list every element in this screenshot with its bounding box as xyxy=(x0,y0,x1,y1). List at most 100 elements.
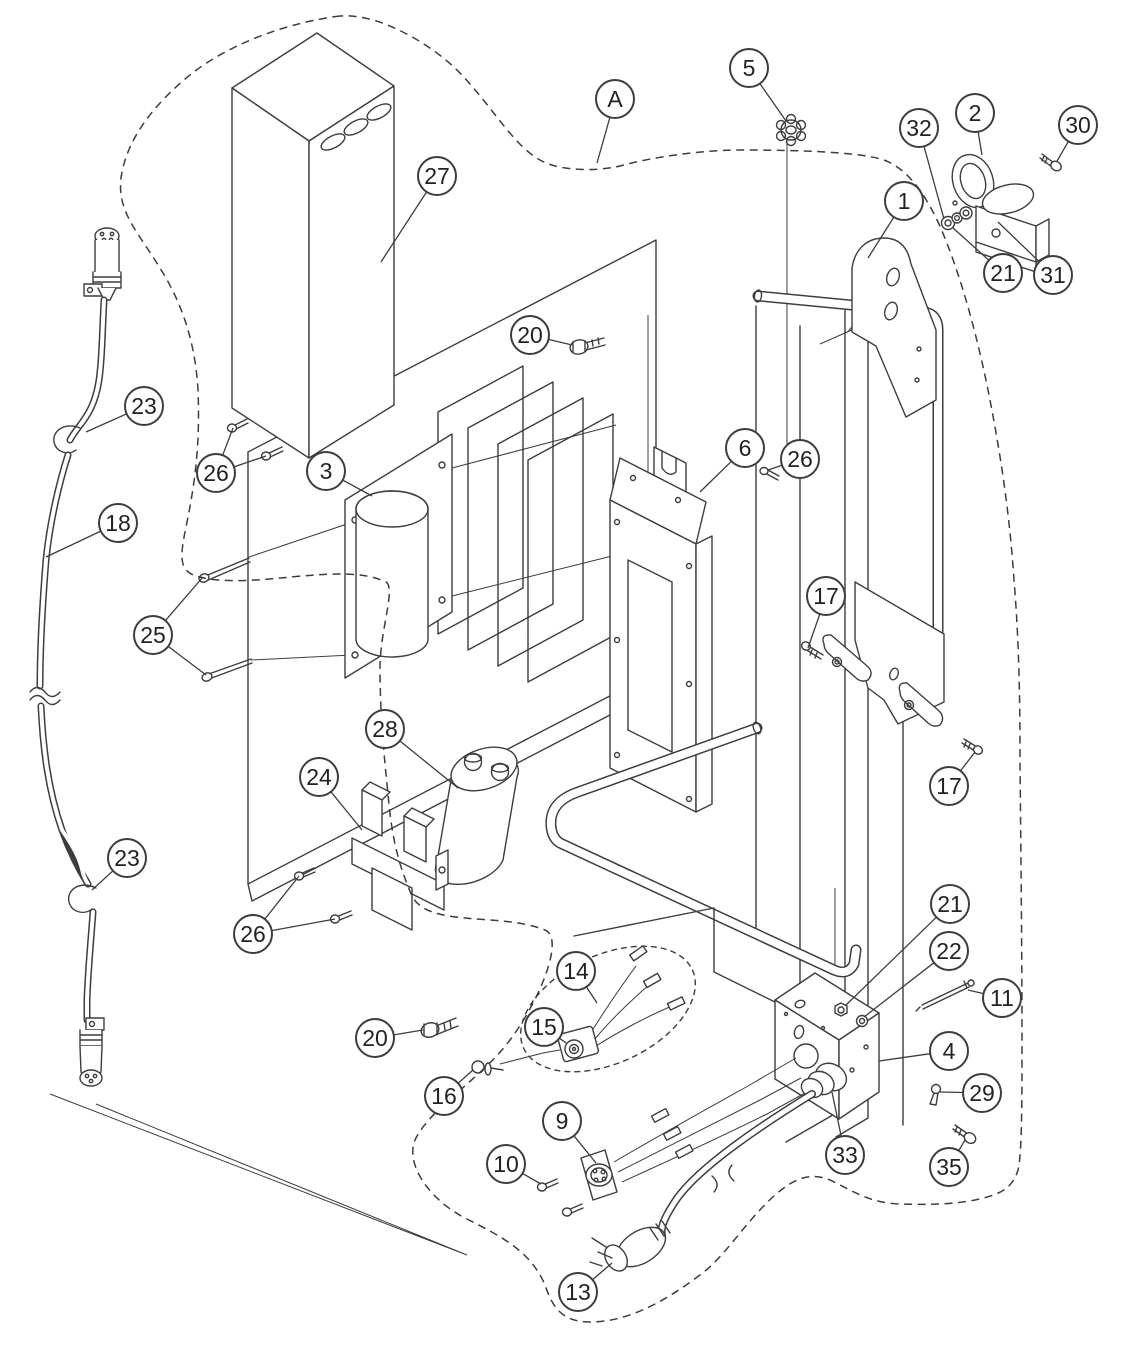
callout-circle xyxy=(1058,105,1098,145)
callout-1: 1 xyxy=(867,181,924,259)
insulator-plates-part xyxy=(437,365,614,683)
callout-label: 5 xyxy=(743,55,756,81)
socket-housing-part xyxy=(975,183,1050,273)
callout-circle xyxy=(306,451,346,491)
callout-label: 18 xyxy=(105,510,131,536)
callout-leader-line xyxy=(939,1091,964,1094)
power-cable-part xyxy=(657,1090,816,1240)
callout-3: 3 xyxy=(306,451,373,497)
callout-14: 14 xyxy=(556,951,598,1004)
callout-circle xyxy=(930,884,970,924)
callout-leader-line xyxy=(767,464,783,471)
callout-leader-line xyxy=(164,576,204,622)
callout-circle xyxy=(196,453,236,493)
callout-label: 26 xyxy=(240,921,266,947)
callout-label: 24 xyxy=(306,764,332,790)
cable-bushing-part xyxy=(800,1062,848,1099)
callout-11: 11 xyxy=(967,978,1022,1018)
callout-circle xyxy=(542,1101,582,1141)
callout-circle xyxy=(725,428,765,468)
callout-circle xyxy=(929,1031,969,1071)
callout-label: 13 xyxy=(565,1279,591,1305)
callout-17: 17 xyxy=(806,576,846,649)
callout-circle xyxy=(524,1007,564,1047)
callout-leader-line xyxy=(393,1029,424,1036)
callout-circle xyxy=(558,1272,598,1312)
callout-leader-line xyxy=(45,530,102,558)
callout-32: 32 xyxy=(899,108,945,220)
callout-circle xyxy=(1033,255,1073,295)
canister-part xyxy=(434,746,520,886)
callout-leader-line xyxy=(548,338,573,346)
callout-35: 35 xyxy=(929,1139,969,1187)
callout-label: 4 xyxy=(943,1038,956,1064)
callout-label: A xyxy=(607,86,623,112)
callout-24: 24 xyxy=(299,757,363,831)
callout-circle xyxy=(962,1073,1002,1113)
callout-leader-line xyxy=(330,791,363,831)
callout-label: 35 xyxy=(936,1154,962,1180)
callout-leader-line xyxy=(951,226,990,261)
callout-label: 29 xyxy=(969,1080,995,1106)
callout-9: 9 xyxy=(542,1101,597,1164)
callout-leader-line xyxy=(1056,141,1069,162)
callout-label: 32 xyxy=(906,115,932,141)
callout-31: 31 xyxy=(997,221,1073,295)
callout-30: 30 xyxy=(1056,105,1098,162)
callout-circle xyxy=(595,79,635,119)
callout-circle xyxy=(929,1147,969,1187)
callout-25: 25 xyxy=(133,576,207,676)
callout-22: 22 xyxy=(863,931,969,1018)
callout-circle xyxy=(365,709,405,749)
battery-cable-part xyxy=(29,227,468,1256)
callout-leader-line xyxy=(222,427,234,456)
callout-circle xyxy=(884,181,924,221)
callout-label: 28 xyxy=(372,716,398,742)
callout-leader-line xyxy=(271,918,336,932)
callout-leader-line xyxy=(923,146,945,220)
callout-label: 25 xyxy=(140,622,166,648)
callout-23: 23 xyxy=(91,838,147,891)
callout-label: 6 xyxy=(739,435,752,461)
callout-A: A xyxy=(595,79,635,164)
callout-circle xyxy=(825,1135,865,1175)
callout-label: 17 xyxy=(813,583,839,609)
cover-screws-part xyxy=(226,418,284,461)
callout-label: 15 xyxy=(531,1014,557,1040)
callout-circle xyxy=(899,108,939,148)
callout-29: 29 xyxy=(939,1073,1002,1113)
callout-circle xyxy=(233,914,273,954)
harness14-part xyxy=(471,945,686,1076)
callout-21: 21 xyxy=(951,226,1023,293)
callout-label: 16 xyxy=(431,1083,457,1109)
callout-label: 21 xyxy=(937,891,963,917)
callout-13: 13 xyxy=(558,1262,613,1312)
callout-33: 33 xyxy=(825,1091,865,1175)
callout-circle xyxy=(955,93,995,133)
callout-leader-line xyxy=(977,131,983,156)
callout-16: 16 xyxy=(424,1069,474,1116)
callout-leader-line xyxy=(959,751,976,772)
callout-15: 15 xyxy=(524,1007,567,1047)
callout-circle xyxy=(929,931,969,971)
washer-nut-set-part xyxy=(940,206,973,231)
frame-part xyxy=(545,237,984,1143)
socket-bolt-part xyxy=(1039,153,1062,172)
callout-leader-line xyxy=(997,221,1040,263)
grommet-part xyxy=(775,113,807,147)
callout-27: 27 xyxy=(380,156,457,263)
callout-26: 26 xyxy=(767,439,820,479)
callout-leader-line xyxy=(380,191,428,263)
callout-leader-line xyxy=(91,870,114,891)
callout-leader-line xyxy=(807,613,821,649)
detail-oval-boundary xyxy=(519,945,697,1073)
callout-circle xyxy=(806,576,846,616)
callout-leader-line xyxy=(867,216,895,259)
callout-circle xyxy=(982,978,1022,1018)
callout-6: 6 xyxy=(699,428,765,493)
callout-circle xyxy=(124,386,164,426)
callout-label: 17 xyxy=(936,773,962,799)
